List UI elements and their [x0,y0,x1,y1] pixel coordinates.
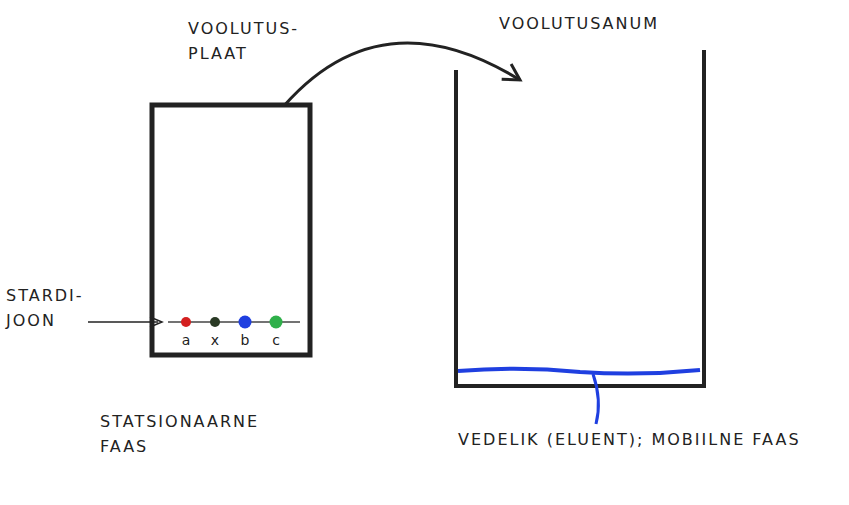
spot-b [239,316,252,329]
diagram-node: VOOLUTUS- PLAAT [152,105,310,355]
pointer-head [150,317,162,327]
eluent-surface [458,369,700,374]
label: STARDI- JOON [6,284,96,334]
label: a [179,333,193,347]
vessel-outline [456,50,704,386]
diagram-node: VOOLUTUSANUM [455,80,705,386]
label: c [269,333,283,347]
spot-a [181,317,191,327]
pointer-line [88,321,158,323]
label: STATSIONAARNE FAAS [100,410,300,460]
eluent-leader [593,374,598,424]
label: b [238,333,252,347]
label: x [208,333,222,347]
spot-x [210,317,220,327]
spot-c [270,316,283,329]
node-heading: VOOLUTUS- PLAAT [188,17,318,67]
plate-outline [152,105,310,355]
transfer-arrow [285,43,520,105]
node-heading: VOOLUTUSANUM [499,12,719,37]
label: VEDELIK (ELUENT); MOBIILNE FAAS [458,428,838,453]
